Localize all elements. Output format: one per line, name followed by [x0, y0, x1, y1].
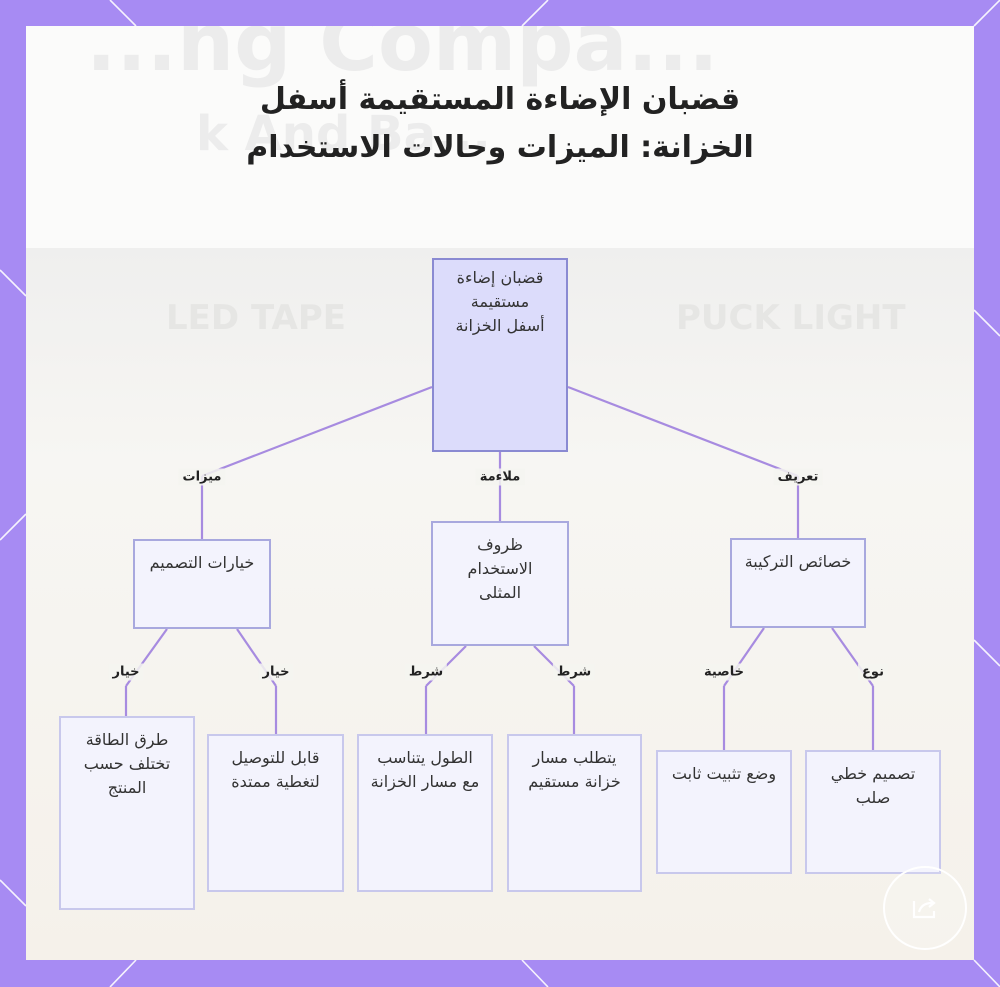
node-power-methods-label: طرق الطاقة تختلف حسب المنتج [77, 728, 177, 800]
node-design-options: خيارات التصميم [133, 539, 271, 629]
diagram-panel: ...ng Compa... k And Ba... LED TAPE PUCK… [26, 26, 974, 960]
node-root: قضبان إضاءة مستقيمة أسفل الخزانة [432, 258, 568, 452]
node-design-options-label: خيارات التصميم [147, 551, 257, 575]
node-fixed-mount: وضع تثبيت ثابت [656, 750, 792, 874]
node-straight-run-label: يتطلب مسار خزانة مستقيم [520, 746, 630, 794]
edge-label-features: ميزات [179, 469, 226, 486]
edge-label-straight: شرط [553, 664, 595, 681]
node-power-methods: طرق الطاقة تختلف حسب المنتج [59, 716, 195, 910]
share-icon [910, 895, 940, 921]
edge-label-properties: تعريف [774, 469, 823, 486]
node-straight-run: يتطلب مسار خزانة مستقيم [507, 734, 642, 892]
node-installation-properties-label: خصائص التركيبة [743, 550, 853, 574]
node-root-label: قضبان إضاءة مستقيمة أسفل الخزانة [450, 266, 550, 338]
node-length-fit-label: الطول يتناسب مع مسار الخزانة [370, 746, 480, 794]
share-button[interactable] [883, 866, 967, 950]
edge-label-connect: خيار [258, 664, 293, 681]
edge-label-conditions: ملاءمة [476, 469, 525, 486]
node-fixed-mount-label: وضع تثبيت ثابت [669, 762, 779, 786]
node-installation-properties: خصائص التركيبة [730, 538, 866, 628]
edge-root-properties [568, 387, 798, 476]
edge-label-linear: نوع [858, 664, 888, 681]
edge-label-length: شرط [405, 664, 447, 681]
edge-root-features [202, 387, 432, 476]
edge-label-fixed: خاصية [700, 664, 748, 681]
edge-label-power: خيار [108, 664, 143, 681]
node-connectable-label: قابل للتوصيل لتغطية ممتدة [228, 746, 323, 794]
node-connectable: قابل للتوصيل لتغطية ممتدة [207, 734, 344, 892]
node-optimal-conditions: ظروف الاستخدام المثلى [431, 521, 569, 646]
node-length-fit: الطول يتناسب مع مسار الخزانة [357, 734, 493, 892]
node-rigid-linear-label: تصميم خطي صلب [818, 762, 928, 810]
node-rigid-linear: تصميم خطي صلب [805, 750, 941, 874]
node-optimal-conditions-label: ظروف الاستخدام المثلى [450, 533, 550, 605]
